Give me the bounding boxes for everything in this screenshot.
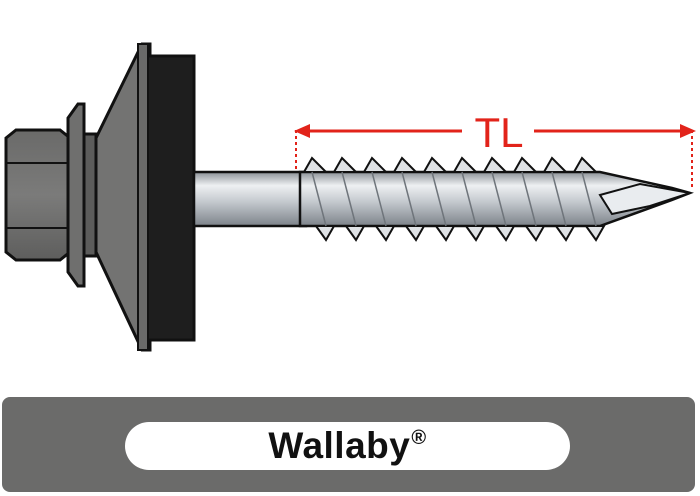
thread-crest: [554, 225, 576, 242]
thread-line: [401, 171, 417, 227]
registered-mark: ®: [411, 427, 427, 449]
thread-crest: [392, 156, 419, 173]
product-name-pill: Wallaby®: [125, 422, 570, 470]
thread-line: [551, 171, 567, 227]
thread-line: [521, 171, 537, 227]
thread-line: [431, 171, 447, 227]
thread-crest: [542, 156, 569, 173]
thread-crest: [494, 225, 516, 242]
thread-crest: [404, 225, 426, 242]
thread-crest: [512, 156, 539, 173]
thread-line: [311, 171, 327, 227]
screw-diagram: [4, 42, 696, 352]
sealing-washer-icon: [94, 42, 196, 352]
thread-crest: [434, 225, 456, 242]
thread-crest: [302, 156, 329, 173]
thread-crest: [464, 225, 486, 242]
thread-line: [341, 171, 357, 227]
thread-crest: [584, 225, 606, 242]
thread-crest: [422, 156, 449, 173]
dimension-label: TL: [474, 109, 524, 156]
thread-line: [491, 171, 507, 227]
thread-crest: [314, 225, 336, 242]
thread-crest: [374, 225, 396, 242]
smooth-shank: [192, 170, 308, 228]
thread-crest: [482, 156, 509, 173]
thread-crest: [344, 225, 366, 242]
thread-crest: [362, 156, 389, 173]
thread-crest: [524, 225, 546, 242]
thread-crest: [572, 156, 599, 173]
thread-line: [371, 171, 387, 227]
threaded-shank-icon: [298, 156, 694, 242]
thread-crest: [332, 156, 359, 173]
thread-line: [461, 171, 477, 227]
thread-line: [581, 171, 597, 227]
product-name-text: Wallaby: [268, 425, 411, 466]
hex-head-screw-icon: [4, 102, 98, 288]
dimension-arrow-icon: [294, 124, 696, 190]
thread-crest: [452, 156, 479, 173]
product-name: Wallaby®: [268, 425, 426, 467]
